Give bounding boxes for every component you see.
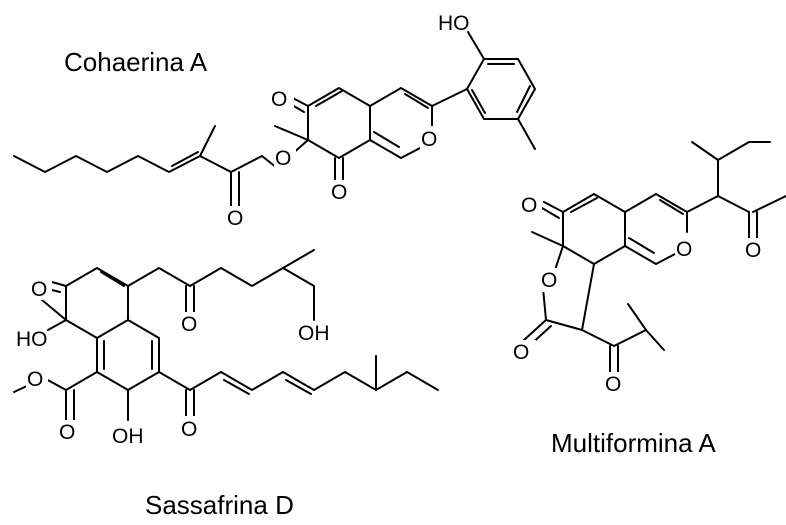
atom-o-ketone: O [181, 418, 197, 441]
atom-o-ketone: O [181, 313, 197, 336]
atom-o-pyran: O [421, 128, 437, 151]
atom-o-ketone: O [605, 373, 621, 396]
atom-o-ketone: O [521, 194, 537, 217]
atom-ho: HO [16, 328, 48, 351]
atom-o-lactone-carbonyl: O [513, 341, 529, 364]
atom-o-ketone: O [271, 88, 287, 111]
atom-o-lactone: O [541, 269, 557, 292]
compound-name-multiformina: Multiformina A [551, 428, 716, 458]
atom-o-ketone: O [331, 181, 347, 204]
compound-name-cohaerina: Cohaerina A [64, 47, 208, 77]
atom-labels: O O O O O HO O O O O O O O HO O OH O O O… [16, 12, 766, 448]
atom-o-pyran: O [676, 238, 692, 261]
atom-o-ketone: O [745, 239, 761, 262]
atom-oh: OH [112, 425, 144, 448]
atom-o-ester: O [275, 147, 291, 170]
atom-o-ester-carbonyl: O [59, 421, 75, 444]
cohaerina-a-structure [13, 31, 536, 207]
atom-o-methoxy: O [27, 368, 43, 391]
atom-ho-phenol: HO [438, 12, 470, 35]
atom-o-carbonyl: O [227, 207, 243, 230]
sassafrina-d-structure [13, 249, 439, 421]
compound-name-sassafrina: Sassafrina D [145, 490, 294, 520]
atom-o-ketone: O [31, 278, 47, 301]
atom-oh: OH [298, 322, 330, 345]
